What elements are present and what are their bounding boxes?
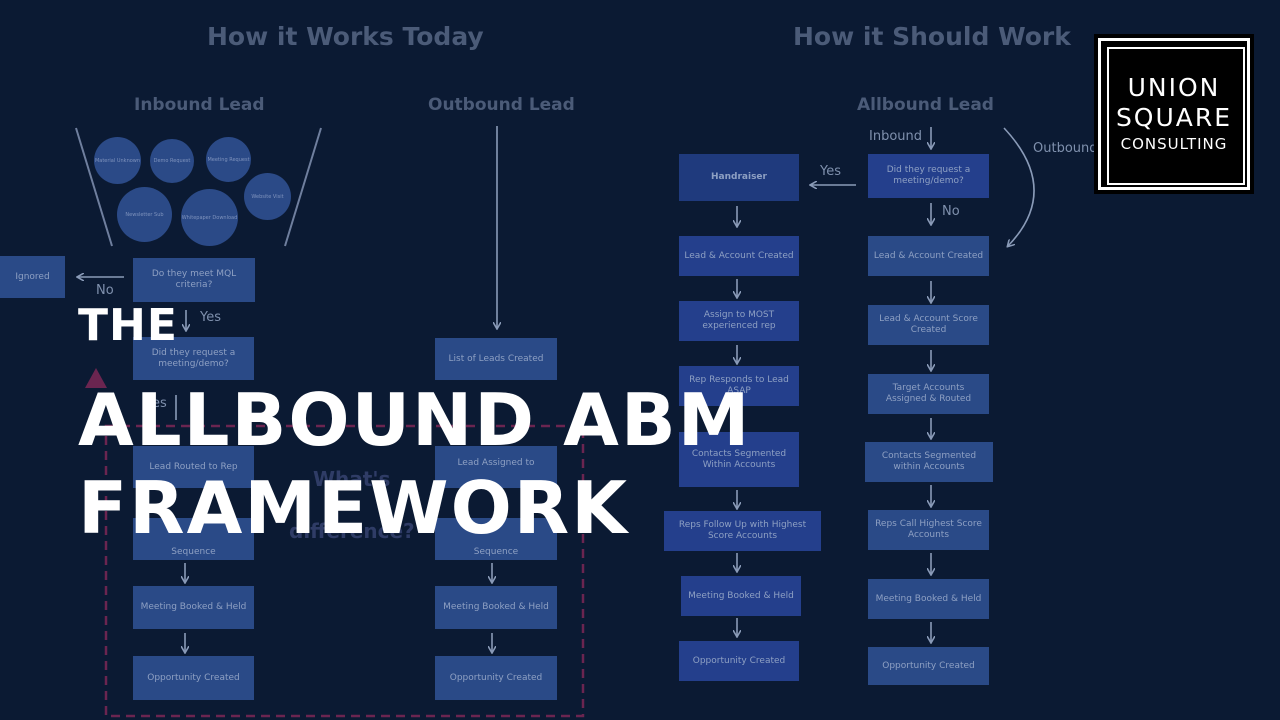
dashed-region bbox=[104, 424, 585, 718]
logo-line-union: UNION bbox=[1127, 73, 1221, 102]
union-square-logo: UNION SQUARE CONSULTING bbox=[1094, 34, 1254, 194]
outbound-label: Outbound bbox=[1033, 141, 1098, 156]
request-box: Did they request a meeting/demo? bbox=[133, 337, 254, 380]
header-inbound: Inbound Lead bbox=[134, 95, 265, 115]
funnel-circle: Material Unknown bbox=[94, 137, 141, 184]
logo-line-square: SQUARE bbox=[1115, 103, 1233, 132]
leads-list-box: List of Leads Created bbox=[435, 338, 557, 380]
right-lead-account-box: Lead & Account Created bbox=[868, 236, 989, 276]
funnel-circle: Website Visit bbox=[244, 173, 291, 220]
left-meeting-box: Meeting Booked & Held bbox=[681, 576, 801, 616]
right-request-box: Did they request a meeting/demo? bbox=[868, 154, 989, 198]
header-should: How it Should Work bbox=[793, 22, 1071, 51]
funnel-circle: Whitepaper Download bbox=[181, 189, 238, 246]
yes-fragment: es bbox=[152, 396, 167, 411]
left-segmented-box: Contacts Segmented Within Accounts bbox=[679, 432, 799, 487]
left-lead-account-box: Lead & Account Created bbox=[679, 236, 799, 276]
right-meeting-box: Meeting Booked & Held bbox=[868, 579, 989, 619]
right-no-label: No bbox=[942, 204, 960, 219]
inbound-opportunity-box: Opportunity Created bbox=[133, 656, 254, 700]
warning-triangle-icon bbox=[85, 368, 107, 388]
assign-box: Assign to MOST experienced rep bbox=[679, 301, 799, 341]
right-opportunity-box: Opportunity Created bbox=[868, 647, 989, 685]
handraiser-box: Handraiser bbox=[679, 154, 799, 201]
header-allbound: Allbound Lead bbox=[857, 95, 994, 115]
title-the: THE bbox=[78, 300, 178, 351]
header-today: How it Works Today bbox=[207, 22, 484, 51]
mql-box: Do they meet MQL criteria? bbox=[133, 258, 255, 302]
outbound-curve-arrow bbox=[1003, 127, 1035, 246]
score-box: Lead & Account Score Created bbox=[868, 305, 989, 345]
whats-text: What's bbox=[313, 467, 391, 491]
inbound-label: Inbound bbox=[869, 129, 923, 144]
title-framework: FRAMEWORK bbox=[78, 466, 630, 550]
call-box: Reps Call Highest Score Accounts bbox=[868, 510, 989, 550]
inbound-sequence-box: Sequence bbox=[133, 518, 254, 560]
ignored-box: Ignored bbox=[0, 256, 65, 298]
no-label: No bbox=[96, 283, 114, 298]
right-segmented-box: Contacts Segmented within Accounts bbox=[865, 442, 993, 482]
outbound-opportunity-box: Opportunity Created bbox=[435, 656, 557, 700]
follow-box: Reps Follow Up with Highest Score Accoun… bbox=[664, 511, 821, 551]
assigned-box: Lead Assigned to bbox=[435, 446, 557, 488]
title-allbound-abm: ALLBOUND ABM bbox=[78, 378, 752, 462]
funnel-left-line bbox=[75, 127, 113, 247]
funnel-circle: Newsletter Sub bbox=[117, 187, 172, 242]
right-yes-label: Yes bbox=[820, 164, 841, 179]
inbound-meeting-box: Meeting Booked & Held bbox=[133, 586, 254, 629]
logo-line-consulting: CONSULTING bbox=[1120, 135, 1228, 153]
funnel-circle: Demo Request bbox=[150, 139, 194, 183]
responds-box: Rep Responds to Lead ASAP bbox=[679, 366, 799, 406]
target-box: Target Accounts Assigned & Routed bbox=[868, 374, 989, 414]
difference-text: difference? bbox=[289, 519, 415, 543]
left-opportunity-box: Opportunity Created bbox=[679, 641, 799, 681]
yes-label: Yes bbox=[200, 310, 221, 325]
header-outbound: Outbound Lead bbox=[428, 95, 575, 115]
funnel-right-line bbox=[284, 127, 322, 247]
outbound-meeting-box: Meeting Booked & Held bbox=[435, 586, 557, 629]
logo-frame bbox=[1107, 47, 1245, 185]
routed-box: Lead Routed to Rep bbox=[133, 446, 254, 488]
outbound-sequence-box: Sequence bbox=[435, 518, 557, 560]
funnel-circle: Meeting Request bbox=[206, 137, 251, 182]
